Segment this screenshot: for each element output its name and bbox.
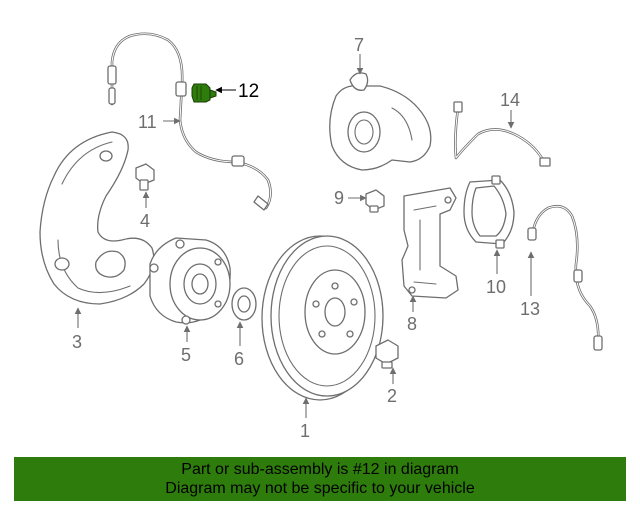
callout-11: 11 bbox=[138, 112, 157, 132]
parts-diagram: 1 2 3 4 5 6 7 8 9 10 11 12 13 14 bbox=[39, 32, 603, 441]
part-9-bolt bbox=[365, 189, 385, 213]
callout-6: 6 bbox=[234, 349, 244, 369]
callout-9: 9 bbox=[334, 188, 344, 208]
part-3-splash-shield bbox=[39, 131, 155, 305]
part-12-clip bbox=[191, 83, 217, 103]
part-10-brake-pads bbox=[463, 175, 515, 249]
banner-line-1: Part or sub-assembly is #12 in diagram bbox=[181, 461, 459, 478]
part-14-brake-hose bbox=[453, 101, 551, 167]
part-13-sensor-harness bbox=[527, 204, 603, 351]
callout-5: 5 bbox=[181, 345, 191, 365]
part-7-caliper bbox=[329, 72, 432, 171]
leader-lines bbox=[74, 54, 535, 418]
highlight-notice-banner: Part or sub-assembly is #12 in diagram D… bbox=[14, 457, 626, 501]
callout-12: 12 bbox=[238, 81, 259, 102]
callout-3: 3 bbox=[72, 332, 82, 352]
part-2-bolt bbox=[375, 339, 399, 369]
callout-10: 10 bbox=[486, 277, 506, 297]
part-6-washer bbox=[231, 287, 257, 321]
callout-7: 7 bbox=[354, 35, 364, 55]
callout-4: 4 bbox=[140, 211, 150, 231]
part-8-caliper-bracket bbox=[401, 187, 459, 299]
callout-2: 2 bbox=[387, 386, 397, 406]
callout-8: 8 bbox=[407, 314, 417, 334]
part-1-rotor bbox=[261, 235, 384, 401]
callout-14: 14 bbox=[500, 90, 520, 110]
callout-1: 1 bbox=[300, 421, 310, 441]
callout-13: 13 bbox=[520, 299, 540, 319]
banner-line-2: Diagram may not be specific to your vehi… bbox=[165, 480, 475, 497]
part-4-bolt bbox=[135, 163, 155, 191]
part-11-sensor-harness bbox=[107, 32, 272, 211]
part-5-hub-bearing bbox=[149, 237, 231, 325]
